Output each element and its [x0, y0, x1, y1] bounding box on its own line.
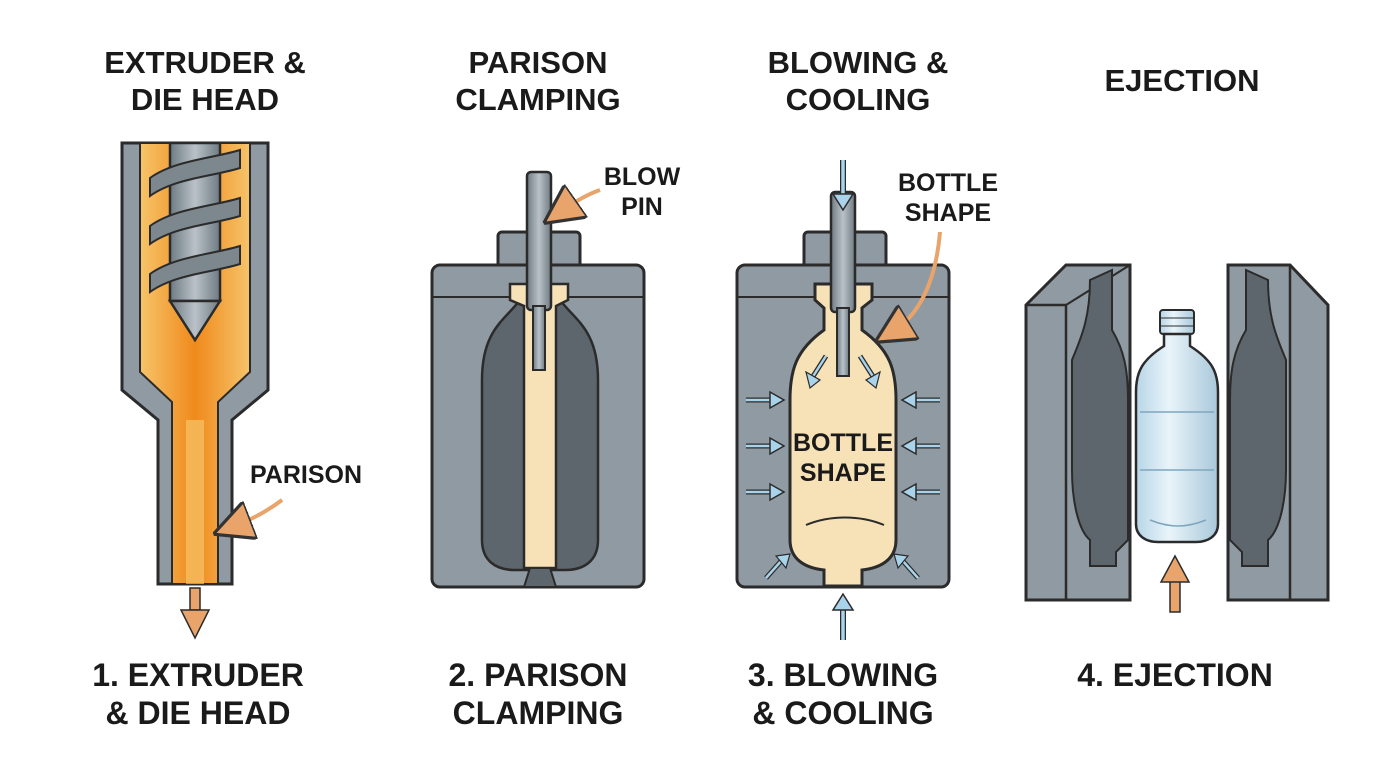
panel-2-title-line-2: CLAMPING [455, 82, 621, 118]
air-flow-arrow-icon [831, 592, 855, 640]
air-flow-arrow-icon [764, 354, 920, 580]
panel-3-caption: 3. BLOWING & COOLING [748, 656, 938, 733]
panel-1-title-line-2: DIE HEAD [130, 82, 280, 118]
panel-3-caption-line-2: & COOLING [752, 695, 934, 732]
bottle-icon [1134, 309, 1220, 544]
panel-1-title-line-1: EXTRUDER & [104, 45, 306, 80]
panel-4-caption: 4. EJECTION [1077, 656, 1273, 694]
panel-3-caption-line-1: 3. BLOWING [747, 657, 939, 693]
mold-cavity-right [1229, 268, 1287, 567]
blow-pin-icon [525, 170, 553, 312]
ejection-group [1024, 263, 1330, 613]
panel-1-caption: 1. EXTRUDER & DIE HEAD [92, 656, 304, 733]
bottle-shape-callout-label: BOTTLE SHAPE [898, 169, 998, 227]
screw-flight [149, 244, 241, 294]
blow-pin-tip [836, 307, 850, 377]
up-arrow-icon [1159, 554, 1191, 613]
panel-3-title-line-2: COOLING [785, 82, 931, 118]
parison-clamping-group [430, 170, 646, 589]
blowing-cooling-group [735, 160, 951, 640]
screw-tip [167, 299, 223, 343]
panel-4-caption-line-1: 4. EJECTION [1077, 657, 1273, 693]
panel-1-caption-line-2: & DIE HEAD [105, 695, 291, 732]
panel-2-caption-line-1: 2. PARISON [448, 657, 628, 693]
air-flow-arrow-icon [746, 390, 786, 502]
panel-2-caption-line-2: CLAMPING [452, 695, 624, 732]
panel-2-title-line-1: PARISON [468, 45, 608, 80]
bottle-base-curve [805, 516, 885, 526]
mold-bottom-pinch [522, 567, 558, 588]
inflated-bottle [788, 282, 898, 588]
panel-2-caption: 2. PARISON CLAMPING [449, 656, 628, 733]
panel-3-title-line-1: BLOWING & [767, 45, 949, 80]
panel-4-title-line-1: EJECTION [1104, 63, 1260, 98]
panel-1-title: EXTRUDER & DIE HEAD [104, 44, 306, 118]
panel-4-title: EJECTION [1104, 62, 1259, 99]
mold-cavity-left [1071, 268, 1129, 567]
air-flow-arrow-icon [831, 160, 855, 212]
panel-3-title: BLOWING & COOLING [768, 44, 949, 118]
panel-1-caption-line-1: 1. EXTRUDER [92, 657, 304, 693]
parison-label: PARISON [249, 461, 363, 489]
screw-flight [149, 196, 241, 246]
bottle-shape-pointer-arrow [892, 231, 942, 332]
blow-pin-label: BLOW PIN [603, 163, 681, 221]
parison-core [186, 420, 204, 584]
screw-flight [149, 148, 241, 198]
extruder-die-head-group [120, 141, 284, 640]
down-arrow-icon [179, 587, 211, 640]
panel-2-title: PARISON CLAMPING [455, 44, 620, 118]
bottle-shape-inner-label: BOTTLE SHAPE [793, 429, 893, 487]
blow-pin-tip [532, 305, 546, 371]
parison-pointer-arrow [232, 498, 284, 527]
parison-tube [508, 282, 570, 570]
blow-pin-pointer-arrow [560, 190, 601, 212]
air-flow-arrow-icon [900, 390, 940, 502]
